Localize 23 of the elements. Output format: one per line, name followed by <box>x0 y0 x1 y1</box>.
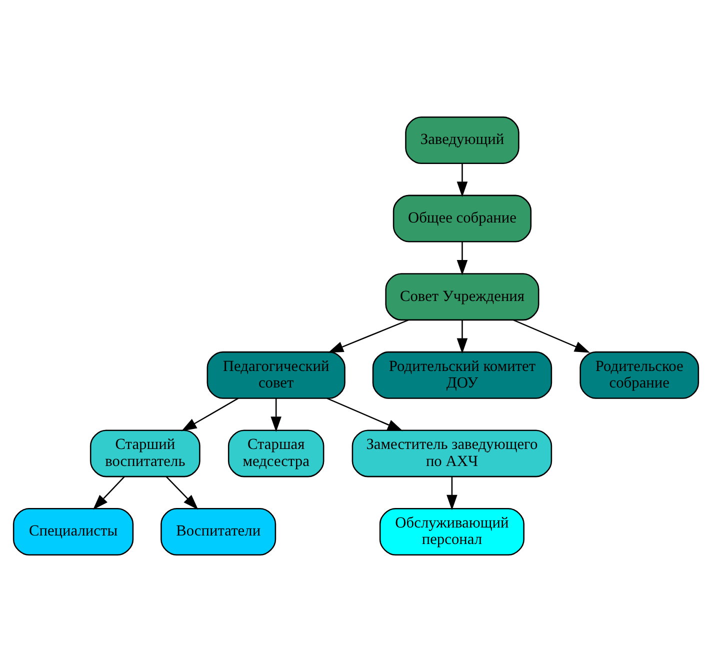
node-box: Заместитель заведующего по АХЧ <box>352 429 552 477</box>
node-box: Заведующий <box>405 116 520 164</box>
node-box: Совет Учреждения <box>385 272 540 320</box>
arrow <box>456 241 468 275</box>
node-box: Родительский комитет ДОУ <box>372 350 552 398</box>
arrow <box>456 162 468 197</box>
node-box: Специалисты <box>12 508 134 555</box>
node-box: Родительское собрание <box>580 350 700 398</box>
node-box: Педагогический совет <box>206 350 346 398</box>
arrow <box>270 398 282 432</box>
arrow <box>166 476 198 510</box>
arrow <box>446 476 458 510</box>
node-box: Обслуживающий персонал <box>379 508 524 555</box>
arrow <box>456 320 468 354</box>
arrow <box>513 318 590 352</box>
arrow <box>181 397 239 431</box>
node-box: Общее собрание <box>392 194 532 242</box>
node-box: Воспитатели <box>160 508 276 555</box>
node-box: Старший воспитатель <box>90 429 200 477</box>
arrow <box>326 397 403 431</box>
node-box: Старшая медсестра <box>228 429 324 477</box>
arrow <box>328 318 409 352</box>
arrow <box>92 476 125 510</box>
